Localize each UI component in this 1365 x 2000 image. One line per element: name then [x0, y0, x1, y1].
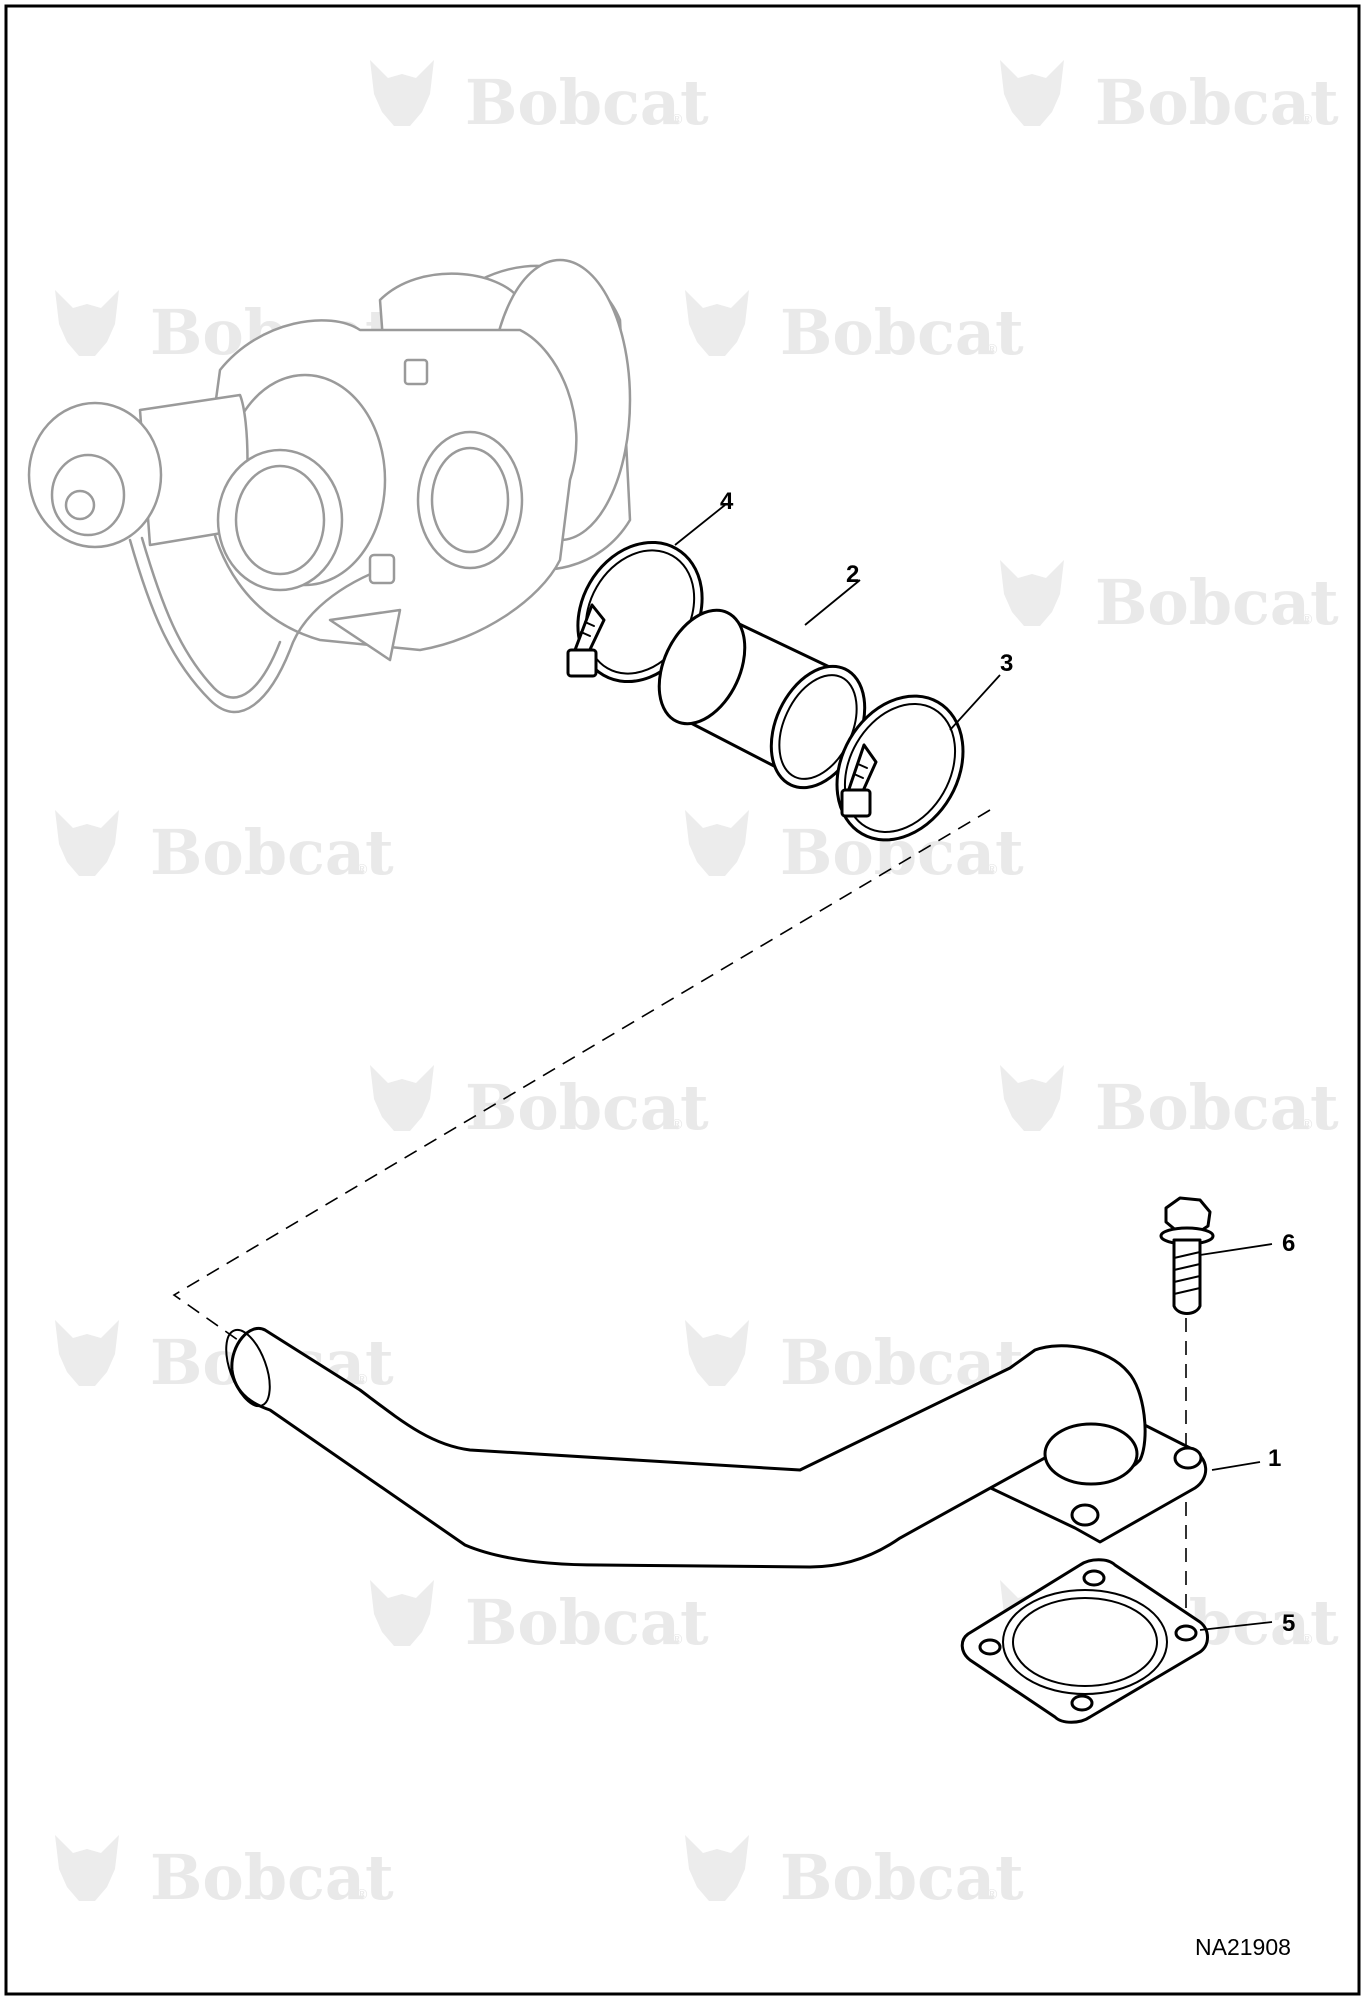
watermark-registered-mark: ® — [355, 1372, 369, 1388]
watermark-registered-mark: ® — [355, 862, 369, 878]
callout-3: 3 — [1000, 650, 1013, 677]
flange-bolt — [1159, 1196, 1215, 1315]
watermark-brand-text: Bobcat — [1095, 566, 1339, 639]
bobcat-watermark: Bobcat® — [370, 1065, 709, 1144]
watermark-brand-text: Bobcat — [465, 66, 709, 139]
watermark-registered-mark: ® — [670, 1632, 684, 1648]
watermark-registered-mark: ® — [355, 1887, 369, 1903]
bobcat-watermark: Bobcat® — [55, 810, 394, 889]
watermark-brand-text: Bobcat — [780, 1841, 1024, 1914]
callout-1: 1 — [1268, 1445, 1281, 1472]
leader-3 — [949, 674, 1001, 731]
watermark-registered-mark: ® — [985, 1887, 999, 1903]
diagram-frame — [4, 4, 1361, 1996]
bobcat-watermark: Bobcat® — [1000, 60, 1339, 139]
watermark-brand-text: Bobcat — [465, 1071, 709, 1144]
watermark-registered-mark: ® — [1300, 1117, 1314, 1133]
bobcat-watermark: Bobcat® — [55, 1835, 394, 1914]
watermark-brand-text: Bobcat — [1095, 1071, 1339, 1144]
bobcat-watermark: Bobcat® — [370, 1580, 709, 1659]
watermark-brand-text: Bobcat — [465, 1586, 709, 1659]
leader-5 — [1199, 1621, 1273, 1631]
bobcat-watermark: Bobcat® — [685, 1835, 1024, 1914]
bobcat-watermark: Bobcat® — [685, 290, 1024, 369]
watermark-registered-mark: ® — [670, 1117, 684, 1133]
assembly-centerline — [172, 809, 991, 1346]
callout-6: 6 — [1282, 1230, 1295, 1257]
bobcat-watermark: Bobcat® — [1000, 560, 1339, 639]
leader-6 — [1199, 1243, 1273, 1256]
watermark-registered-mark: ® — [985, 862, 999, 878]
watermark-registered-mark: ® — [1300, 612, 1314, 628]
callout-5: 5 — [1282, 1610, 1295, 1637]
callout-4: 4 — [720, 488, 734, 515]
callout-2: 2 — [846, 561, 859, 588]
exhaust-pipe — [225, 1326, 1208, 1569]
leader-4 — [674, 504, 726, 546]
gasket — [960, 1558, 1209, 1724]
watermark-registered-mark: ® — [1300, 112, 1314, 128]
watermark-registered-mark: ® — [670, 112, 684, 128]
watermark-registered-mark: ® — [1300, 1632, 1314, 1648]
hose-clamp-lower — [835, 694, 965, 842]
bobcat-watermark: Bobcat® — [1000, 1065, 1339, 1144]
bobcat-watermark: Bobcat® — [370, 60, 709, 139]
watermark-brand-text: Bobcat — [150, 1841, 394, 1914]
leader-1 — [1211, 1461, 1261, 1471]
drawing-code: NA21908 — [1195, 1934, 1291, 1960]
leader-2 — [804, 579, 861, 626]
watermark-brand-text: Bobcat — [780, 296, 1024, 369]
watermark-registered-mark: ® — [985, 342, 999, 358]
watermark-brand-text: Bobcat — [150, 816, 394, 889]
hose — [657, 608, 867, 790]
turbocharger-reference — [27, 258, 632, 714]
watermark-brand-text: Bobcat — [1095, 66, 1339, 139]
